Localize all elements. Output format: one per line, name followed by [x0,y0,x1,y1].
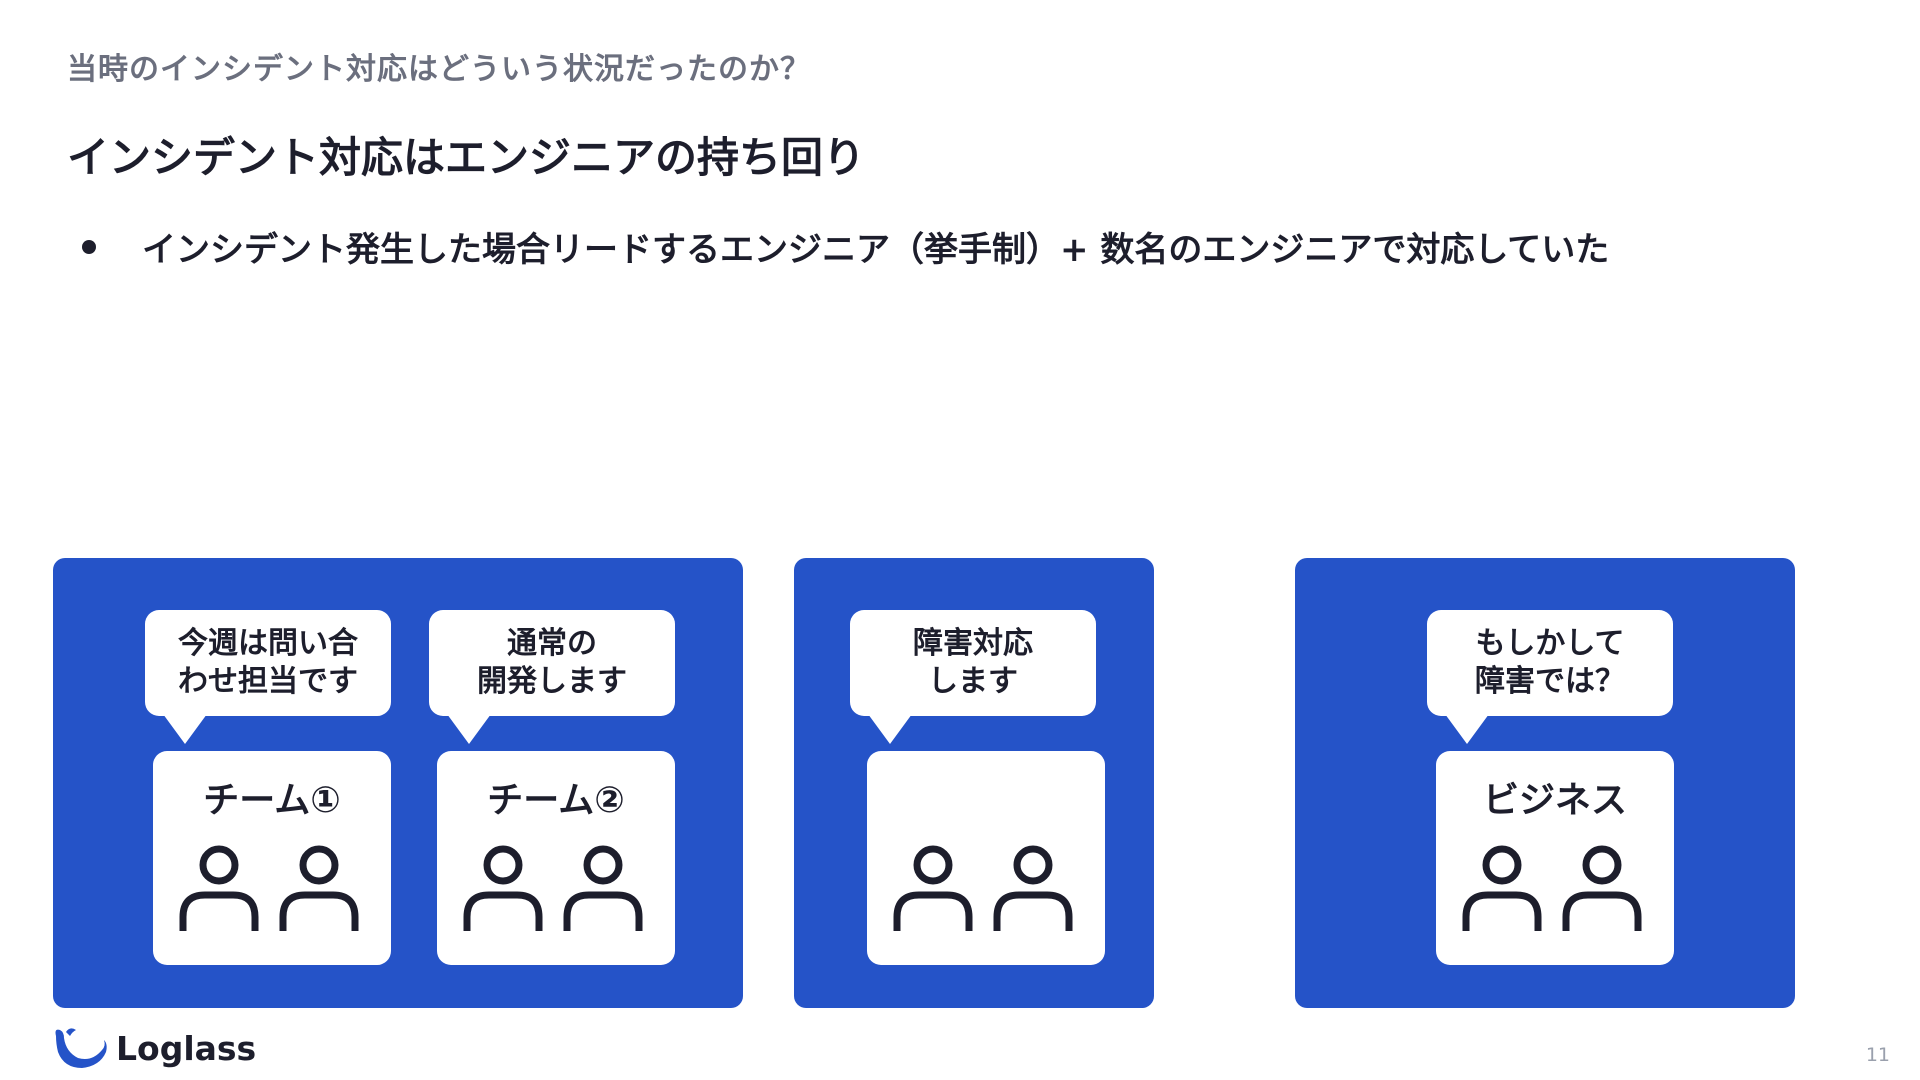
person-icon [893,845,973,931]
incident-bubble-tail [868,714,912,744]
incident-card [867,751,1105,965]
incident-bubble-line1: 障害対応 [913,626,1033,661]
loglass-logo: Loglass [52,1026,256,1070]
team2-bubble-tail [447,714,491,744]
slide-title: インシデント対応はエンジニアの持ち回り [67,133,866,182]
team1-label: チーム① [203,780,341,821]
person-icon [463,845,543,931]
person-icon [279,845,359,931]
business-bubble-line2: 障害では？ [1475,664,1625,699]
team1-bubble-line1: 今週は問い合 [178,626,358,661]
whale-logo-icon [55,1028,107,1068]
business-bubble-tail [1445,714,1489,744]
person-icon [563,845,643,931]
team2-bubble-line2: 開発します [477,664,627,699]
business-label: ビジネス [1482,780,1627,821]
bullet-item: インシデント発生した場合リードするエンジニア（挙手制）+ 数名のエンジニアで対応… [82,222,1609,271]
incident-team-panel: 障害対応 します [794,558,1154,1008]
business-speech-bubble: もしかして 障害では？ [1427,610,1673,716]
person-icon [993,845,1073,931]
logo-text: Loglass [116,1028,257,1068]
team2-bubble-line1: 通常の [507,626,597,661]
page-number: 11 [1865,1044,1890,1066]
bullet-text: インシデント発生した場合リードするエンジニア（挙手制）+ 数名のエンジニアで対応… [142,230,1610,270]
business-card: ビジネス [1436,751,1674,965]
team2-label: チーム② [487,780,625,821]
person-icon [179,845,259,931]
dev-teams-panel: 今週は問い合 わせ担当です チーム① 通常の 開発します チーム② [53,558,743,1008]
team1-speech-bubble: 今週は問い合 わせ担当です [145,610,391,716]
team2-card: チーム② [437,751,675,965]
team1-bubble-tail [163,714,207,744]
person-icon [1462,845,1542,931]
team2-speech-bubble: 通常の 開発します [429,610,675,716]
slide-subtitle: 当時のインシデント対応はどういう状況だったのか？ [67,52,811,87]
incident-speech-bubble: 障害対応 します [850,610,1096,716]
person-icon [1562,845,1642,931]
incident-bubble-line2: します [928,664,1018,699]
business-panel: もしかして 障害では？ ビジネス [1295,558,1795,1008]
bullet-dot-icon [82,239,96,254]
team1-bubble-line2: わせ担当です [178,664,358,699]
business-bubble-line1: もしかして [1475,626,1625,661]
team1-card: チーム① [153,751,391,965]
